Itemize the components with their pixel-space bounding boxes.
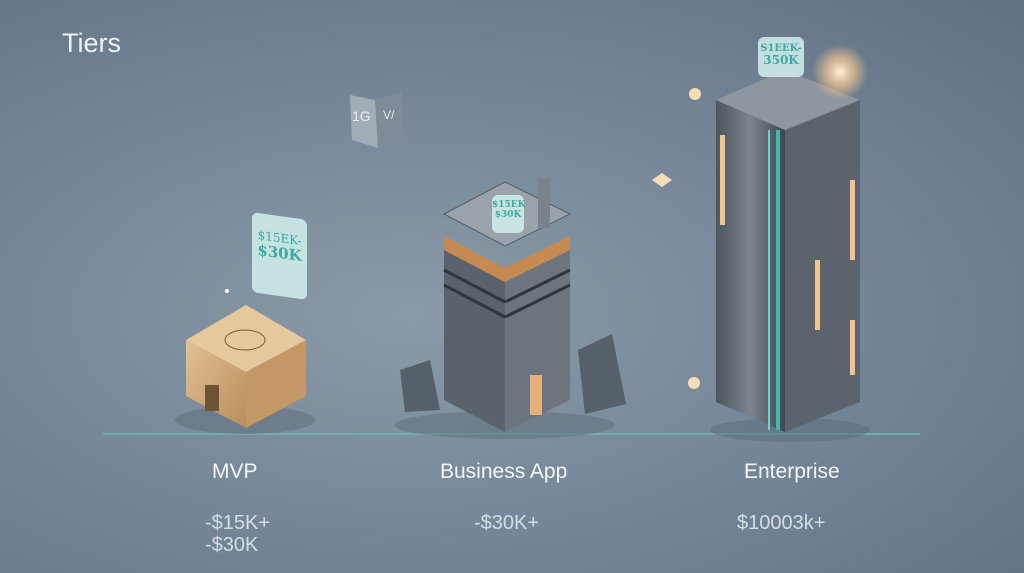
business-price-tag: $15EK $30K: [492, 195, 526, 233]
mvp-box-icon: [175, 305, 315, 434]
tier-price-mvp: -$15K+ -$30K: [205, 512, 270, 556]
cube-face-2: V/: [383, 108, 395, 122]
tier-name-business-app: Business App: [440, 460, 568, 483]
glow-diamond: [652, 173, 672, 187]
tier-name-mvp: MVP: [212, 460, 258, 483]
sparkle: [225, 289, 229, 293]
tag-line: S1EEK-: [760, 43, 802, 54]
tag-line: 350K: [763, 53, 799, 67]
tag-line: $30K: [494, 209, 522, 220]
glow-dot: [689, 88, 701, 100]
mvp-price-tag: $15EK- $30K: [252, 212, 307, 300]
page-title: Tiers: [62, 28, 121, 58]
tag-line: $15EK: [492, 200, 526, 210]
cube-face-1: 1G: [352, 108, 371, 124]
floating-cube-icon: [350, 95, 378, 148]
price-line: -$30K: [205, 534, 259, 556]
glow-dot: [688, 377, 700, 389]
enterprise-price-tag: S1EEK- 350K: [758, 37, 804, 77]
tier-price-enterprise: $10003k+: [737, 512, 826, 534]
tier-price-business-app: -$30K+: [474, 512, 540, 534]
tier-name-enterprise: Enterprise: [744, 460, 840, 483]
price-line: -$15K+: [205, 512, 271, 534]
enterprise-tower-icon: [710, 44, 870, 442]
